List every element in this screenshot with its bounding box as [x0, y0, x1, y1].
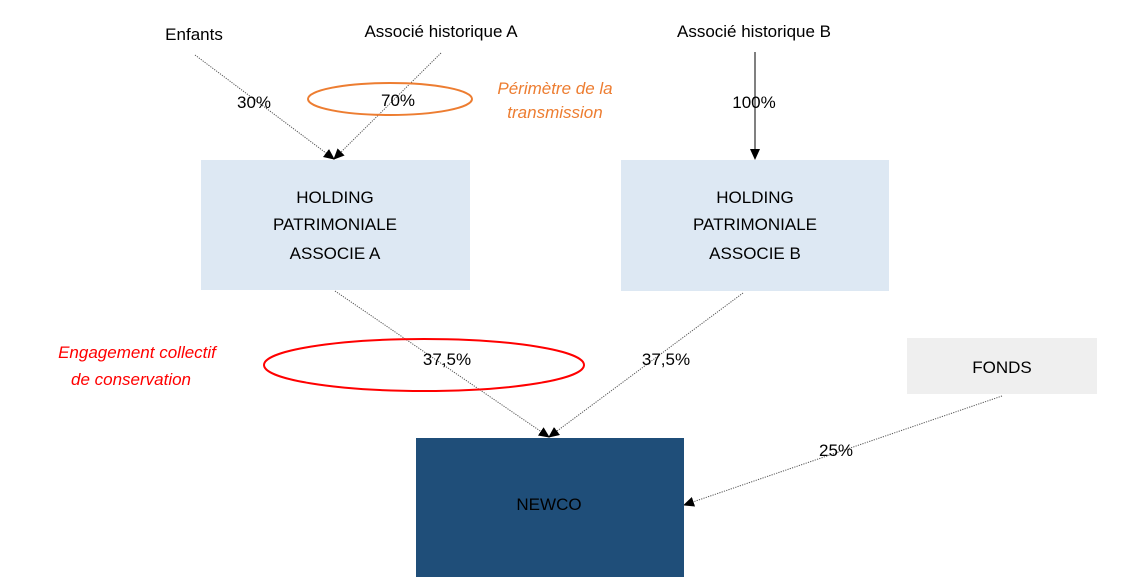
- newco-box: [416, 438, 684, 577]
- fonds-label: FONDS: [972, 358, 1032, 377]
- holding-b-line-3: ASSOCIE B: [709, 244, 801, 263]
- percentage-enfants: 30%: [237, 93, 271, 112]
- fonds-box: [907, 338, 1097, 394]
- associe-historique-a-label: Associé historique A: [364, 22, 518, 41]
- holding-b-box: [621, 160, 889, 291]
- engagement-note-line-2: de conservation: [71, 370, 191, 389]
- percentage-associe-b: 100%: [732, 93, 775, 112]
- holding-a-line-2: PATRIMONIALE: [273, 215, 397, 234]
- perimetre-transmission-ellipse: [307, 82, 473, 116]
- percentage-holding-b: 37,5%: [642, 350, 690, 369]
- arrow-associe-a-to-holding-a: [333, 52, 442, 160]
- associe-historique-b-label: Associé historique B: [677, 22, 831, 41]
- holding-b-line-1: HOLDING: [716, 188, 793, 207]
- newco-label: NEWCO: [516, 495, 581, 514]
- percentage-holding-a: 37,5%: [423, 350, 471, 369]
- percentage-fonds: 25%: [819, 441, 853, 460]
- engagement-note-line-1: Engagement collectif: [58, 343, 218, 362]
- holding-a-box: [201, 160, 470, 290]
- arrow-fonds-to-newco: [683, 395, 1003, 507]
- arrow-enfants-to-holding-a: [194, 54, 335, 160]
- percentage-associe-a: 70%: [381, 91, 415, 110]
- perimetre-note-line-2: transmission: [507, 103, 602, 122]
- holding-a-line-3: ASSOCIE A: [290, 244, 381, 263]
- perimetre-note-line-1: Périmètre de la: [497, 79, 612, 98]
- holding-b-line-2: PATRIMONIALE: [693, 215, 817, 234]
- arrow-holding-b-to-newco: [548, 292, 744, 438]
- holding-a-line-1: HOLDING: [296, 188, 373, 207]
- engagement-collectif-ellipse: [263, 338, 585, 392]
- enfants-label: Enfants: [165, 25, 223, 44]
